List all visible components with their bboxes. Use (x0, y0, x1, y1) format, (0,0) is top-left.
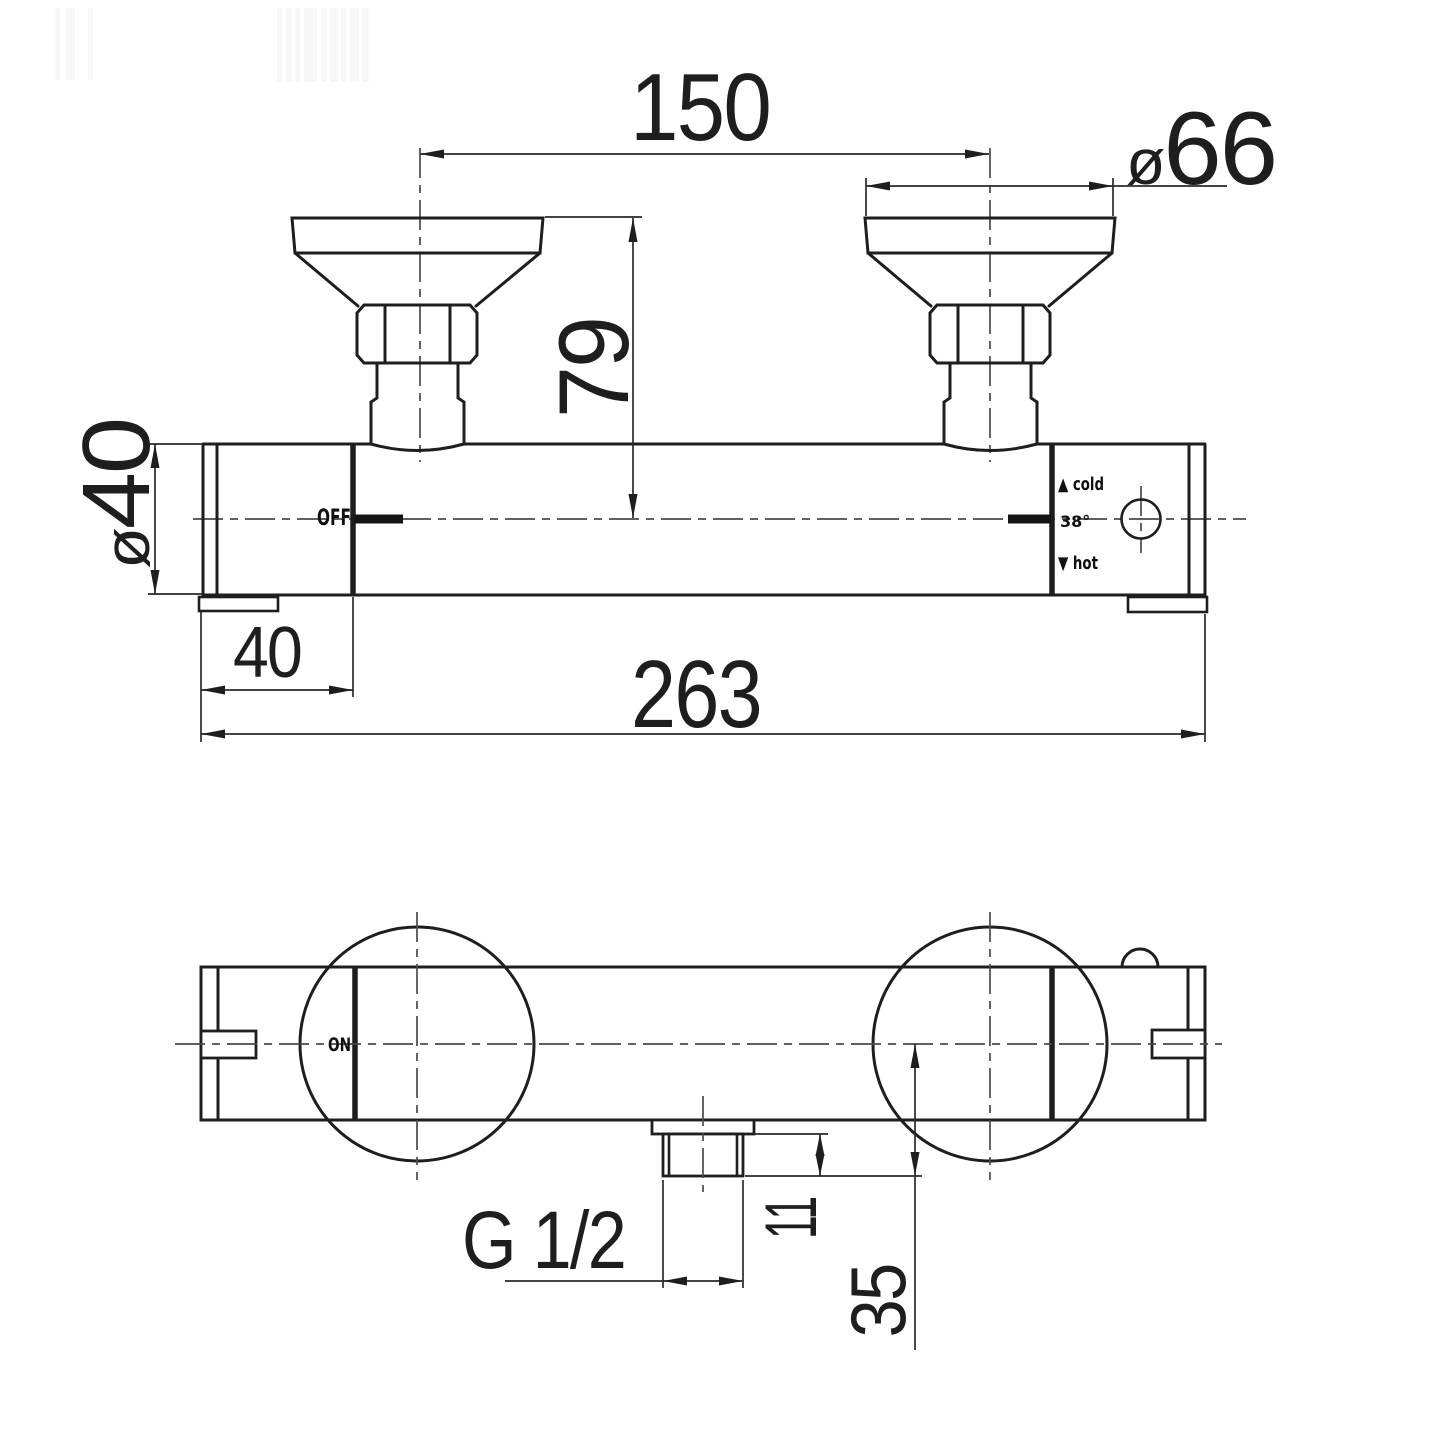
left-foot (197, 595, 280, 613)
label-temp-38: 38° (1060, 512, 1090, 531)
left-wall-connection (290, 216, 545, 452)
dim-line-11 (745, 1133, 922, 1177)
dim-text-offset: 35 (834, 1265, 922, 1338)
left-hex-nut (355, 303, 479, 365)
safety-button (1120, 498, 1162, 540)
dim-text-bar-dia: ø40 (63, 419, 170, 569)
right-inlet-neck (942, 361, 1039, 452)
right-foot (1126, 595, 1209, 614)
left-escutcheon (290, 216, 545, 255)
valve-bar-body (197, 442, 1209, 614)
plan-dimension-arrows (663, 1044, 920, 1286)
label-hot: ▼ hot (1058, 553, 1098, 574)
dim-line-79 (545, 216, 642, 518)
dim-line-g12 (505, 1180, 744, 1288)
dim-text-handle-width: 40 (233, 613, 301, 693)
dim-text-center-distance: 150 (630, 54, 770, 161)
dim-text-escutcheon-dia: ø66 (1126, 91, 1276, 207)
watermark-bars (55, 8, 369, 82)
dim-text-projection: 11 (751, 1197, 832, 1239)
dim-line-dia40 (148, 443, 203, 595)
dim-line-66 (865, 178, 1227, 216)
dim-line-40 (201, 597, 354, 697)
left-inlet-neck (369, 361, 466, 452)
front-dimension-lines (148, 153, 1227, 742)
plan-centerlines (175, 912, 1222, 1192)
plan-safety-button-bump (1120, 947, 1160, 969)
label-on: ON (328, 1034, 351, 1056)
dim-text-height: 79 (538, 318, 649, 418)
front-view: 150 ø66 79 ø40 40 263 OFF ▲ cold 38° ▼ h… (63, 54, 1278, 748)
right-wall-connection (863, 216, 1117, 452)
label-off: OFF (317, 506, 351, 531)
dim-text-thread: G 1/2 (462, 1195, 625, 1286)
plan-view: ON G 1/2 11 35 (175, 912, 1222, 1350)
label-cold: ▲ cold (1058, 474, 1104, 495)
plan-dimension-lines (505, 1044, 922, 1350)
dim-text-total-width: 263 (631, 641, 761, 748)
right-hex-nut (928, 303, 1052, 365)
front-dimension-arrows (150, 149, 1205, 739)
left-escutcheon-cone (293, 251, 542, 308)
dim-line-263 (200, 612, 1206, 742)
right-escutcheon-cone (866, 251, 1114, 308)
